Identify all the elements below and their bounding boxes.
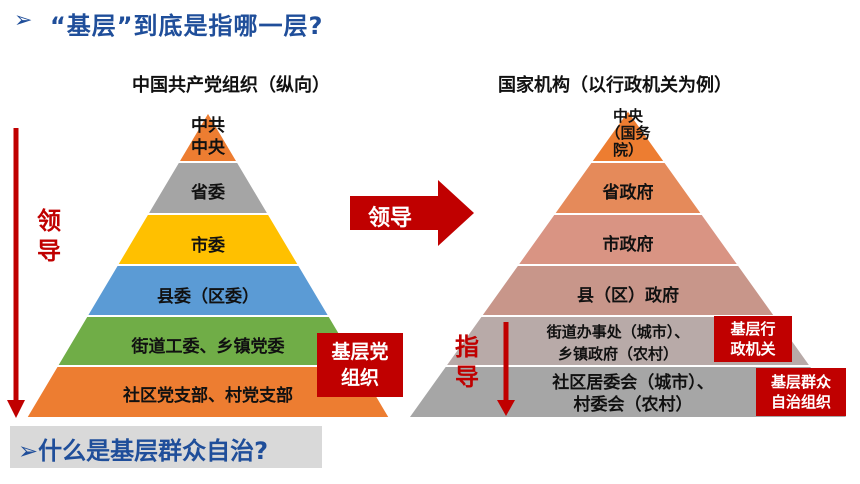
lead-arrow-label: 领导 xyxy=(368,206,413,231)
left-pyramid xyxy=(24,110,392,419)
right-level-5-label: 街道办事处（城市）、 乡镇政府（农村） xyxy=(546,323,690,363)
grassroots-admin-tag: 基层行 政机关 xyxy=(714,316,792,362)
right-guide-arrow-head xyxy=(497,400,515,416)
bottom-bullet-icon: ➢ xyxy=(18,437,39,465)
page-title: “基层”到底是指哪一层? xyxy=(50,12,324,40)
bottom-question-bar xyxy=(10,426,322,468)
bottom-question: ➢什么是基层群众自治? xyxy=(18,431,268,466)
bottom-question-text: 什么是基层群众自治? xyxy=(38,437,269,465)
left-heading: 中国共产党组织（纵向） xyxy=(132,75,330,96)
left-lead-arrow-head xyxy=(7,400,25,418)
right-level-4-label: 县（区）政府 xyxy=(577,286,679,306)
self-governance-org-tag: 基层群众 自治组织 xyxy=(756,368,846,416)
left-lead-label: 领 导 xyxy=(37,207,61,265)
left-level-2-label: 省委 xyxy=(191,183,225,203)
right-heading: 国家机构（以行政机关为例） xyxy=(498,75,732,96)
title-bullet-icon: ➢ xyxy=(14,8,33,33)
left-level-6-band xyxy=(24,365,392,419)
right-guide-label: 指 导 xyxy=(455,333,479,391)
right-level-6-band xyxy=(406,365,850,419)
right-level-2-label: 省政府 xyxy=(602,183,654,203)
left-level-4-label: 县委（区委） xyxy=(157,287,259,307)
left-level-6-label: 社区党支部、村党支部 xyxy=(123,386,293,406)
left-level-1-label: 中共 中央 xyxy=(191,116,225,158)
lead-arrow-icon xyxy=(350,180,474,246)
right-level-6-label: 社区居委会（城市）、 村委会（农村） xyxy=(552,373,714,415)
grassroots-party-tag: 基层党 组织 xyxy=(317,333,403,397)
left-level-3-label: 市委 xyxy=(191,236,225,256)
left-level-5-label: 街道工委、乡镇党委 xyxy=(131,337,285,357)
right-level-1-label: 中央 （国务 院） xyxy=(605,108,651,159)
right-level-3-label: 市政府 xyxy=(602,235,654,255)
